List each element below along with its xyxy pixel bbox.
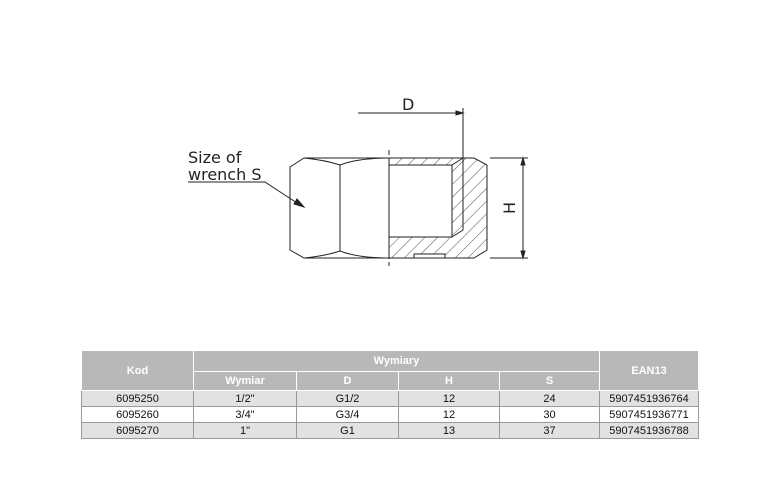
dimensions-table: Kod Wymiary EAN13 Wymiar D H S 6095250 1… — [81, 350, 699, 439]
cell-kod: 6095250 — [81, 390, 194, 407]
h-label: H — [500, 202, 519, 214]
wrench-label-line2: wrench S — [188, 165, 261, 184]
header-kod: Kod — [81, 350, 194, 391]
cell-h: 12 — [398, 406, 500, 423]
cell-ean: 5907451936771 — [599, 406, 699, 423]
subheader-s: S — [499, 371, 600, 391]
cell-s: 37 — [499, 422, 600, 439]
cell-h: 13 — [398, 422, 500, 439]
cell-wymiar: 1" — [193, 422, 297, 439]
header-wymiary: Wymiary — [193, 350, 600, 372]
cell-d: G1 — [296, 422, 399, 439]
cell-kod: 6095260 — [81, 406, 194, 423]
wrench-leader-line — [188, 181, 301, 206]
wrench-label-line1: Size of — [188, 148, 242, 167]
cell-kod: 6095270 — [81, 422, 194, 439]
table-row: 6095250 1/2" G1/2 12 24 5907451936764 — [81, 390, 699, 407]
cell-ean: 5907451936788 — [599, 422, 699, 439]
subheader-wymiar: Wymiar — [193, 371, 297, 391]
cell-d: G3/4 — [296, 406, 399, 423]
cell-s: 24 — [499, 390, 600, 407]
subheader-d: D — [296, 371, 399, 391]
cell-wymiar: 3/4" — [193, 406, 297, 423]
cell-d: G1/2 — [296, 390, 399, 407]
subheader-h: H — [398, 371, 500, 391]
header-ean13: EAN13 — [599, 350, 699, 391]
cell-wymiar: 1/2" — [193, 390, 297, 407]
cap-nut-drawing: Size of wrench S D H — [188, 95, 528, 266]
table-row: 6095270 1" G1 13 37 5907451936788 — [81, 422, 699, 439]
cell-ean: 5907451936764 — [599, 390, 699, 407]
cell-s: 30 — [499, 406, 600, 423]
d-label: D — [402, 95, 414, 114]
table-row: 6095260 3/4" G3/4 12 30 5907451936771 — [81, 406, 699, 423]
cell-h: 12 — [398, 390, 500, 407]
